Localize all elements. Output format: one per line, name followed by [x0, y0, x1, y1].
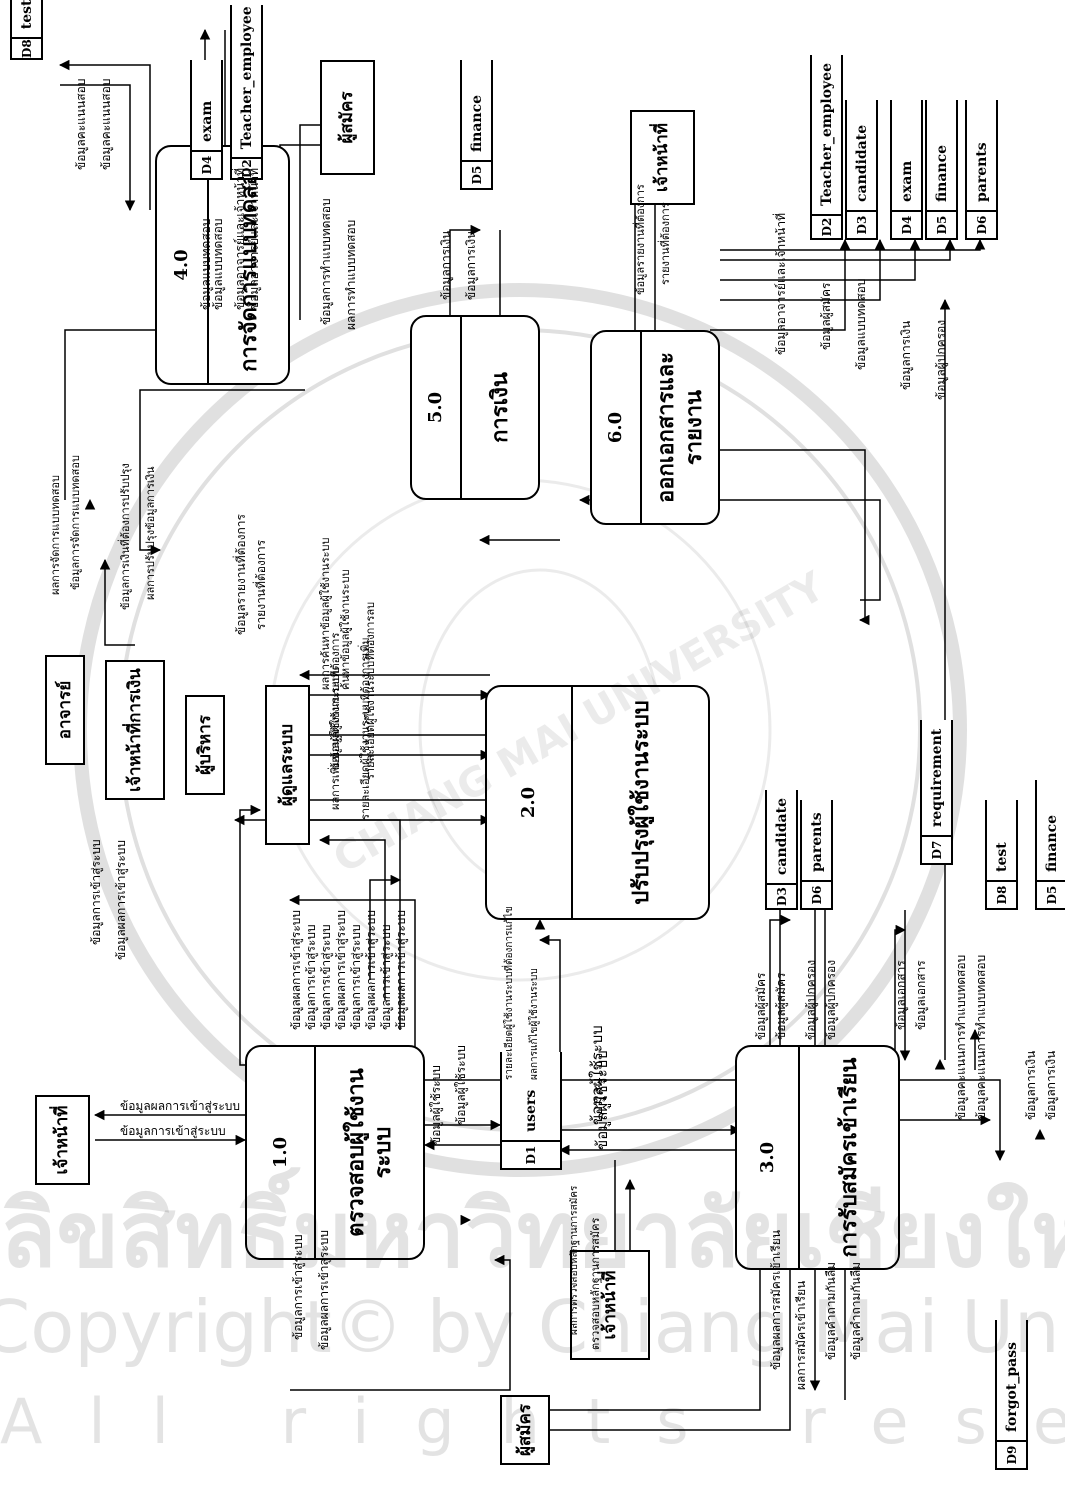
flow-label: ข้อมูลอาจารย์และเจ้าหน้าที่	[775, 213, 787, 355]
flow-label: ผลการทำแบบทดสอบ	[345, 220, 357, 330]
flow-label: ข้อมูลผู้ปกครอง	[805, 960, 817, 1040]
flow-label: ผลการเพิ่มข้อมูลผู้ใช้งานระบบ	[330, 668, 341, 810]
store-finance-3: D5 finance	[1035, 780, 1065, 910]
process-5-number: 5.0	[412, 317, 462, 498]
flow-label: ข้อมูลการเข้าสู่ระบบ	[380, 924, 392, 1030]
process-6-name: ออกเอกสารและรายงาน	[642, 332, 720, 523]
flow-label: ข้อมูลผู้ใช้ระบบ	[430, 1065, 442, 1145]
flow-label: ข้อมูลการเข้าสู่ระบบ	[320, 924, 332, 1030]
process-6: 6.0 ออกเอกสารและรายงาน	[590, 330, 720, 525]
flow-label: ข้อมูลการทำแบบทดสอบ	[320, 198, 332, 325]
flow-label: ข้อมูลผลการเข้าสู่ระบบ	[395, 910, 407, 1030]
flow-label: ข้อมูลผู้ใช้ระบบ	[455, 1045, 467, 1125]
flow-label: ข้อมูลผู้ใช้ระบบ	[595, 1050, 610, 1150]
store-teacher-employee-6: D2 Teacher_employee	[810, 55, 843, 240]
flow-label: ข้อมูลการเข้าสู่ระบบ	[305, 924, 317, 1030]
flow-label: ข้อมูลผู้สมัคร	[755, 973, 767, 1040]
flow-label: ข้อมูลการเงิน	[440, 231, 452, 300]
flow-label: ผลการปรับปรุงข้อมูลการเงิน	[145, 466, 156, 600]
store-test-4: D8 test	[10, 0, 43, 60]
entity-applicant-exam: ผู้สมัคร	[320, 60, 375, 175]
flow-label: ข้อมูลการจัดการแบบทดสอบ	[70, 455, 81, 590]
flow-label: ข้อมูลการเงิน	[1045, 1051, 1057, 1120]
store-exam-4: D4 exam	[190, 60, 223, 180]
flow-label: ข้อมูลผลการเข้าสู่ระบบ	[365, 910, 377, 1030]
store-exam-6: D4 exam	[890, 100, 923, 240]
flow-label: ข้อมูลเอกสาร	[895, 960, 907, 1030]
store-finance-6: D5 finance	[925, 100, 958, 240]
entity-finance-staff: เจ้าหน้าที่การเงิน	[105, 660, 165, 800]
flow-label: ข้อมูลผลการเข้าสู่ระบบ	[335, 910, 347, 1030]
flow-label: รายละเอียดผู้ใช้งานระบบที่ต้องการแก้ไข	[505, 906, 515, 1080]
flow-label: ข้อมูลคะแนนสอบ	[100, 79, 112, 170]
flow-label: ข้อมูลผู้สมัคร	[775, 973, 787, 1040]
flow-label: ข้อมูลอาจารย์และเจ้าหน้าที่	[248, 168, 260, 310]
flow-label: ข้อมูลรายงานที่ต้องการ	[235, 514, 247, 635]
process-6-number: 6.0	[592, 332, 642, 523]
process-5: 5.0 การเงิน	[410, 315, 540, 500]
flow-label: ข้อมูลผู้ปกครอง	[825, 960, 837, 1040]
flow-label: ข้อมูลอาจารย์และเจ้าหน้าที่	[234, 168, 246, 310]
entity-executive: ผู้บริหาร	[185, 695, 225, 795]
flow-label: ข้อมูลผู้สมัคร	[820, 283, 832, 350]
flow-label: ข้อมูลรายงานที่ต้องการ	[635, 184, 646, 295]
flow-label: ข้อมูลการเงิน	[1025, 1051, 1037, 1120]
flow-label: ข้อมูลคะแนนสอบ	[75, 79, 87, 170]
store-parents-3: D6 parents	[800, 800, 833, 910]
flow-label: ข้อมูลการเงินที่ต้องการปรับปรุง	[120, 463, 131, 610]
flow-label: ข้อมูลผลการเข้าสู่ระบบ	[120, 1100, 240, 1112]
flow-label: ข้อมูลแบบทดสอบ	[212, 219, 224, 311]
entity-admin: ผู้ดูแลระบบ	[265, 685, 310, 845]
store-finance-5: D5 finance	[460, 60, 493, 190]
process-5-name: การเงิน	[462, 317, 540, 498]
flow-label: ข้อมูลผลการเข้าสู่ระบบ	[115, 840, 127, 960]
flow-label: ข้อมูลเอกสาร	[915, 960, 927, 1030]
store-test-3: D8 test	[985, 800, 1018, 910]
watermark-rights: All rights reserved	[0, 1385, 1065, 1458]
flow-label: ข้อมูลการเงิน	[465, 231, 477, 300]
flow-label: รายงานที่ต้องการ	[255, 540, 267, 630]
flow-label: ข้อมูลการเข้าสู่ระบบ	[350, 924, 362, 1030]
store-parents-6: D6 parents	[965, 100, 998, 240]
flow-label: ข้อมูลคะแนนการทำแบบทดสอบ	[955, 955, 967, 1120]
store-teacher-employee-4: D2 Teacher_employee	[230, 5, 263, 180]
flow-label: รายละเอียดผู้ใช้งานระบบที่ต้องการเพิ่ม	[360, 637, 371, 820]
flow-label: ข้อมูลผลการเข้าสู่ระบบ	[290, 910, 302, 1030]
store-candidate-3: D3 candidate	[765, 790, 798, 910]
entity-teacher: อาจารย์	[45, 655, 85, 765]
watermark-copyright: Copyright© by Chiang Mai University	[0, 1285, 1065, 1369]
flow-label: ข้อมูลผู้ปกครอง	[935, 320, 947, 400]
flow-label: ข้อมูลการเงิน	[900, 321, 912, 390]
flow-label: รายงานที่ต้องการ	[660, 202, 671, 285]
flow-label: ข้อมูลการเข้าสู่ระบบ	[90, 839, 102, 945]
flow-label: ข้อมูลคะแนนการทำแบบทดสอบ	[975, 955, 987, 1120]
flow-label: ข้อมูลการเข้าสู่ระบบ	[120, 1125, 226, 1137]
store-candidate-6: D3 candidate	[845, 100, 878, 240]
flow-label: ผลการแก้ไขผู้ใช้งานระบบ	[530, 968, 540, 1080]
store-requirement: D7 requirement	[920, 720, 953, 865]
flow-label: ข้อมูลแบบทดสอบ	[855, 279, 867, 371]
flow-label: ผลการจัดการแบบทดสอบ	[50, 475, 61, 595]
